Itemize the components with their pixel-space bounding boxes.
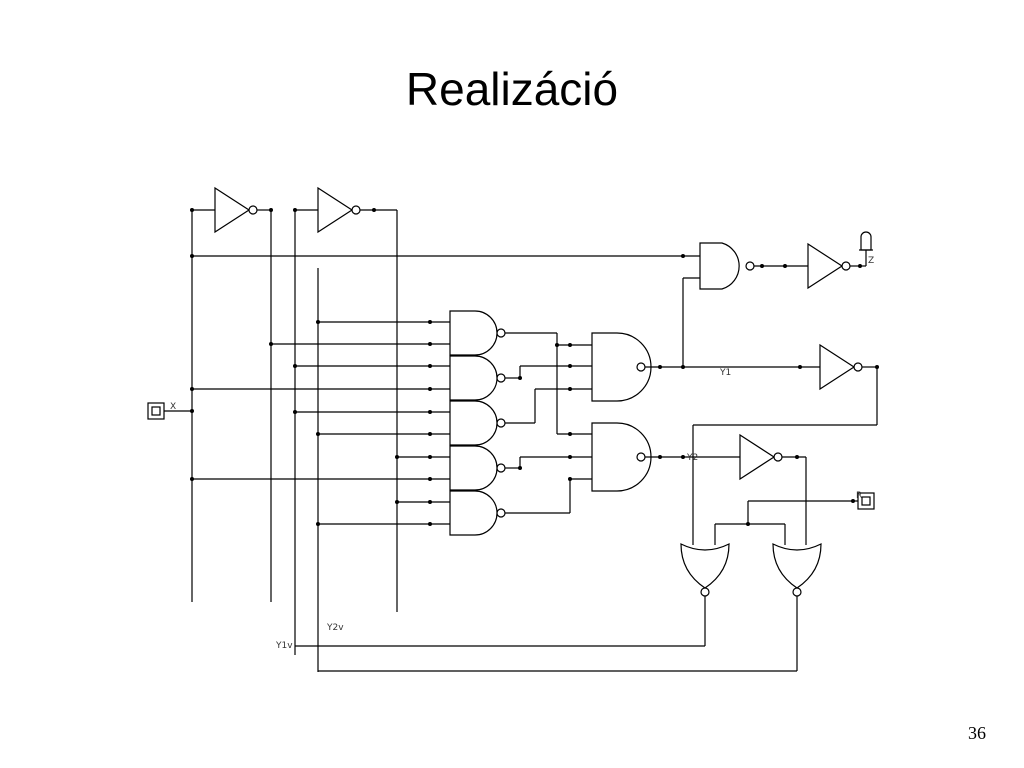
nand-gate-1 xyxy=(449,310,506,356)
label-y1v: Y1v xyxy=(275,641,293,651)
inverter-x xyxy=(190,186,273,234)
inverter-y xyxy=(293,186,397,234)
nand-gate-5 xyxy=(449,490,506,536)
nand-gate-y2 xyxy=(591,422,652,492)
nand-gate-y1 xyxy=(591,332,652,402)
input-r-terminal: R xyxy=(714,491,875,545)
label-y2: Y2 xyxy=(686,453,698,463)
input-x-terminal: X xyxy=(147,402,194,420)
nand-gate-4 xyxy=(449,445,506,491)
label-y2v: Y2v xyxy=(326,623,344,633)
y2-signal-path: Y2 xyxy=(645,433,807,545)
vertical-bus-lines xyxy=(191,210,398,672)
label-r: R xyxy=(856,491,862,501)
nor-gate-right xyxy=(772,543,822,671)
label-y1: Y1 xyxy=(719,368,731,378)
nand-input-wires xyxy=(190,320,450,526)
label-x: X xyxy=(170,402,176,412)
label-z: Z xyxy=(868,256,874,266)
feedback-lines: Y1v Y2v xyxy=(275,623,797,672)
inter-stage-wires xyxy=(505,332,592,514)
nand-gate-3 xyxy=(449,400,506,446)
y1-signal-path: Y1 xyxy=(645,277,879,545)
page-number: 36 xyxy=(968,723,986,743)
slide-title: Realizáció xyxy=(405,63,619,115)
output-z-stage: Z xyxy=(190,231,874,290)
nor-gate-left xyxy=(680,543,730,646)
nand-gate-2 xyxy=(449,355,506,401)
